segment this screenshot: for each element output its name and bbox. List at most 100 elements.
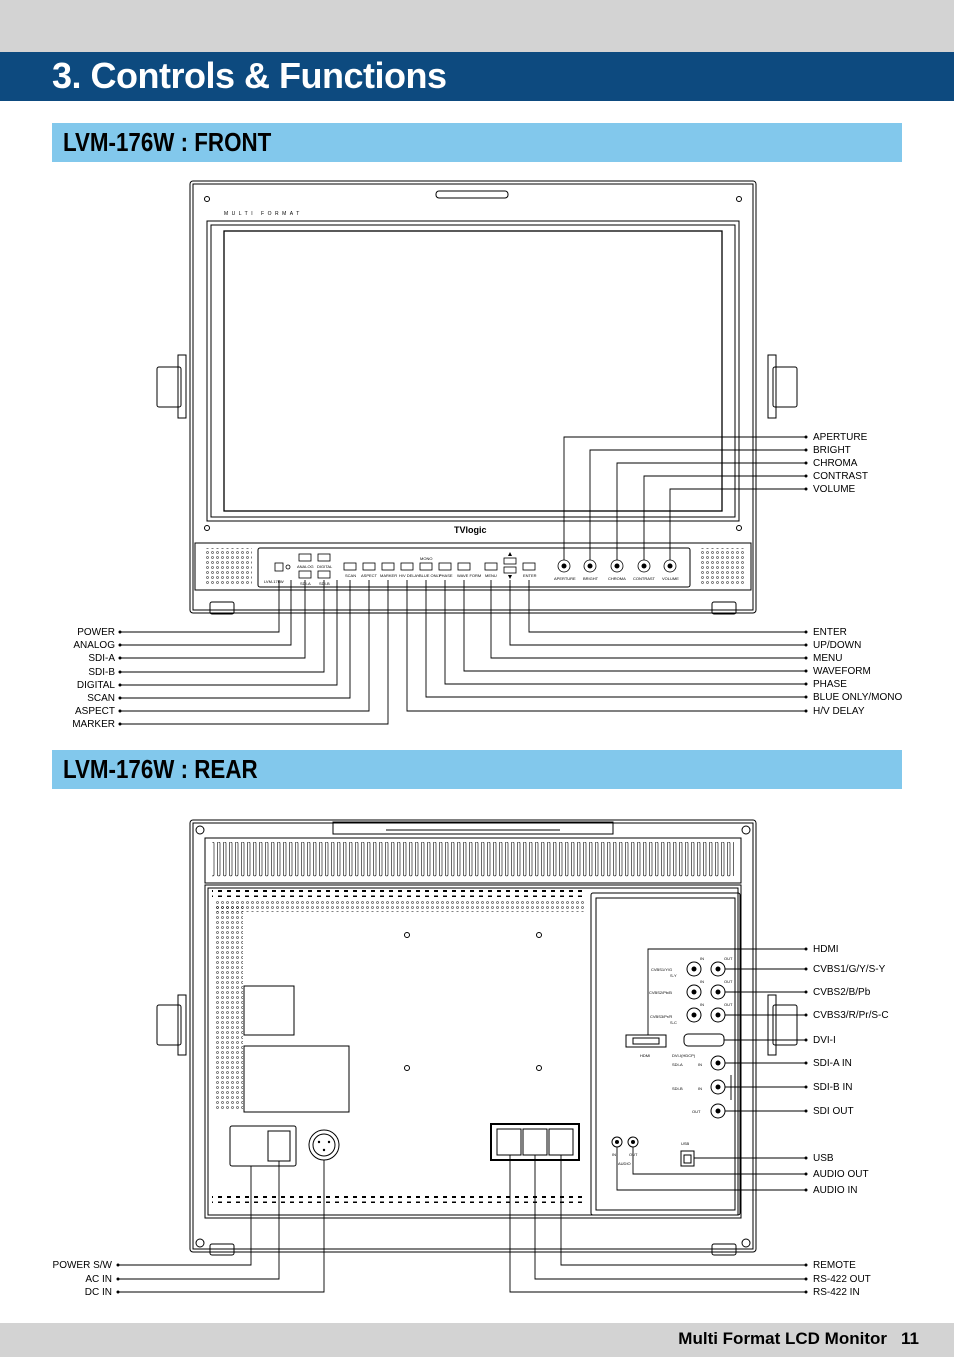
svg-text:DIGITAL: DIGITAL bbox=[317, 564, 333, 569]
scan-button[interactable] bbox=[343, 562, 357, 571]
label-waveform: WAVEFORM bbox=[813, 666, 871, 677]
front-heading: LVM-176W : FRONT bbox=[63, 127, 272, 157]
waveform-button[interactable] bbox=[457, 562, 471, 571]
label-hdmi: HDMI bbox=[813, 944, 839, 955]
svg-text:SCAN: SCAN bbox=[345, 573, 356, 578]
svg-text:OUT: OUT bbox=[629, 1152, 638, 1157]
svg-text:SDI-A: SDI-A bbox=[300, 581, 311, 586]
rear-monitor bbox=[156, 819, 798, 1256]
svg-text:USB: USB bbox=[681, 1141, 690, 1146]
svg-text:OUT: OUT bbox=[724, 979, 733, 984]
svg-text:H/V DELAY: H/V DELAY bbox=[399, 573, 420, 578]
sdi-b-button[interactable] bbox=[317, 570, 331, 579]
svg-text:CHROMA: CHROMA bbox=[608, 576, 626, 581]
label-digital: DIGITAL bbox=[77, 680, 116, 691]
svg-text:SDI-B: SDI-B bbox=[672, 1086, 683, 1091]
sdi-a-button[interactable] bbox=[298, 570, 312, 579]
label-blue-only-mono: BLUE ONLY/MONO bbox=[813, 692, 902, 703]
svg-text:S-C: S-C bbox=[670, 1020, 677, 1025]
svg-text:BRIGHT: BRIGHT bbox=[583, 576, 599, 581]
svg-text:OUT: OUT bbox=[692, 1109, 701, 1114]
aspect-button[interactable] bbox=[362, 562, 376, 571]
svg-text:BLUE ONLY: BLUE ONLY bbox=[419, 573, 441, 578]
enter-button[interactable] bbox=[522, 562, 536, 571]
rear-labels-right: HDMI CVBS1/G/Y/S-Y CVBS2/B/Pb CVBS3/R/Pr… bbox=[813, 944, 889, 1196]
top-band bbox=[0, 0, 954, 52]
label-sdi-out: SDI OUT bbox=[813, 1106, 854, 1117]
svg-text:SDI-B: SDI-B bbox=[319, 581, 330, 586]
power-indicator bbox=[285, 564, 291, 570]
svg-text:OUT: OUT bbox=[724, 956, 733, 961]
label-enter: ENTER bbox=[813, 627, 847, 638]
svg-text:MONO: MONO bbox=[420, 556, 432, 561]
front-heading-bar: LVM-176W : FRONT bbox=[52, 123, 902, 162]
down-button[interactable] bbox=[503, 566, 517, 574]
label-usb: USB bbox=[813, 1153, 834, 1164]
svg-text:ANALOG: ANALOG bbox=[297, 564, 314, 569]
rear-heading: LVM-176W : REAR bbox=[63, 754, 258, 784]
hv-delay-button[interactable] bbox=[400, 562, 414, 571]
up-button[interactable] bbox=[503, 557, 517, 565]
svg-text:MENU: MENU bbox=[485, 573, 497, 578]
label-rs422-out: RS-422 OUT bbox=[813, 1274, 871, 1285]
svg-text:IN: IN bbox=[700, 979, 704, 984]
rear-heading-bar: LVM-176W : REAR bbox=[52, 750, 902, 789]
label-marker: MARKER bbox=[72, 719, 115, 730]
svg-text:IN: IN bbox=[612, 1152, 616, 1157]
label-hv-delay: H/V DELAY bbox=[813, 706, 865, 717]
label-power-sw: POWER S/W bbox=[53, 1260, 113, 1271]
label-menu: MENU bbox=[813, 653, 842, 664]
menu-button[interactable] bbox=[484, 562, 498, 571]
svg-text:IN: IN bbox=[698, 1062, 702, 1067]
label-power: POWER bbox=[77, 627, 115, 638]
analog-button[interactable] bbox=[298, 553, 312, 562]
front-labels-right-top: APERTURE BRIGHT CHROMA CONTRAST VOLUME bbox=[813, 432, 868, 495]
label-cvbs3: CVBS3/R/Pr/S-C bbox=[813, 1010, 889, 1021]
label-dc-in: DC IN bbox=[85, 1287, 112, 1298]
svg-text:ASPECT: ASPECT bbox=[361, 573, 378, 578]
label-bright: BRIGHT bbox=[813, 445, 851, 456]
front-labels-right-bottom: ENTER UP/DOWN MENU WAVEFORM PHASE BLUE O… bbox=[813, 627, 902, 717]
front-labels-left: POWER ANALOG SDI-A SDI-B DIGITAL SCAN AS… bbox=[72, 627, 115, 730]
svg-text:CONTRAST: CONTRAST bbox=[633, 576, 656, 581]
marker-button[interactable] bbox=[381, 562, 395, 571]
svg-text:MARKER: MARKER bbox=[380, 573, 397, 578]
blue-only-button[interactable] bbox=[419, 562, 433, 571]
label-aspect: ASPECT bbox=[75, 706, 115, 717]
label-ac-in: AC IN bbox=[85, 1274, 112, 1285]
svg-text:IN: IN bbox=[700, 1002, 704, 1007]
svg-text:APERTURE: APERTURE bbox=[554, 576, 576, 581]
svg-text:OUT: OUT bbox=[724, 1002, 733, 1007]
label-sdi-a-in: SDI-A IN bbox=[813, 1058, 852, 1069]
power-button[interactable] bbox=[274, 562, 284, 572]
footer: Multi Format LCD Monitor 11 bbox=[0, 1323, 954, 1357]
rear-labels-right-bottom: REMOTE RS-422 OUT RS-422 IN bbox=[813, 1260, 871, 1298]
front-leader-lines bbox=[120, 436, 806, 725]
label-dvi-i: DVI-I bbox=[813, 1035, 836, 1046]
section-title: 3. Controls & Functions bbox=[52, 55, 447, 96]
svg-text:CVBS1/Y/G: CVBS1/Y/G bbox=[651, 967, 672, 972]
label-audio-in: AUDIO IN bbox=[813, 1185, 857, 1196]
svg-text:AUDIO: AUDIO bbox=[618, 1161, 631, 1166]
svg-text:IN: IN bbox=[700, 956, 704, 961]
label-phase: PHASE bbox=[813, 679, 847, 690]
svg-text:VOLUME: VOLUME bbox=[662, 576, 679, 581]
label-remote: REMOTE bbox=[813, 1260, 856, 1271]
label-up-down: UP/DOWN bbox=[813, 640, 861, 651]
svg-text:SDI-A: SDI-A bbox=[672, 1062, 683, 1067]
svg-text:CVBS2/Pb/B: CVBS2/Pb/B bbox=[649, 990, 672, 995]
digital-button[interactable] bbox=[317, 553, 331, 562]
bezel-text: MULTI FORMAT bbox=[224, 211, 303, 217]
label-cvbs1: CVBS1/G/Y/S-Y bbox=[813, 964, 886, 975]
rear-leader-lines bbox=[118, 948, 806, 1293]
model-label: LVM-176W bbox=[264, 579, 284, 584]
svg-text:S-Y: S-Y bbox=[670, 973, 677, 978]
label-chroma: CHROMA bbox=[813, 458, 858, 469]
svg-text:WAVE FORM: WAVE FORM bbox=[457, 573, 481, 578]
label-volume: VOLUME bbox=[813, 484, 856, 495]
label-analog: ANALOG bbox=[73, 640, 115, 651]
phase-button[interactable] bbox=[438, 562, 452, 571]
label-aperture: APERTURE bbox=[813, 432, 868, 443]
svg-text:HDMI: HDMI bbox=[640, 1053, 650, 1058]
